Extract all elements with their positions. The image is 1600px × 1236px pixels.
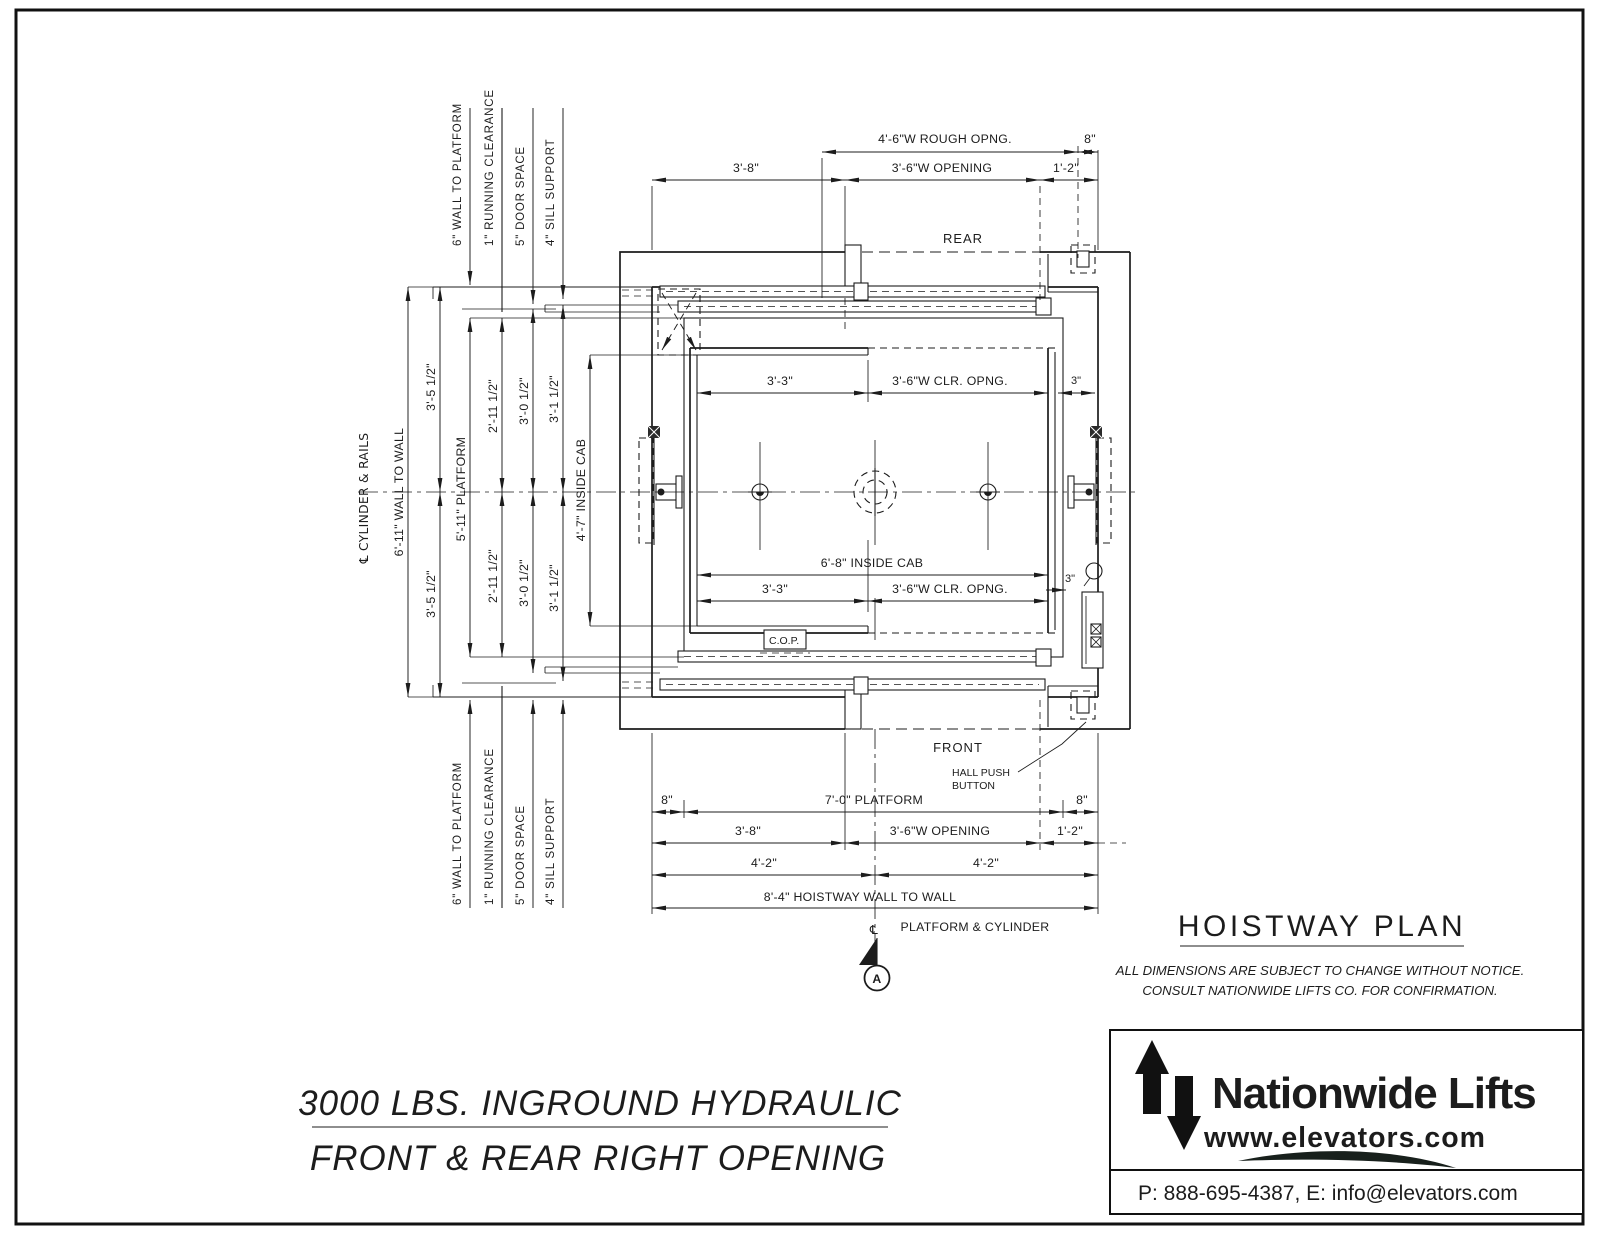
dim-2-11h-lower: 2'-11 1/2": [486, 549, 500, 603]
brand-name: Nationwide Lifts: [1212, 1069, 1536, 1118]
title-note-1: ALL DIMENSIONS ARE SUBJECT TO CHANGE WIT…: [1115, 963, 1525, 978]
corner-clearance-box: [657, 288, 701, 356]
dim-3-1h-lower: 3'-1 1/2": [547, 564, 561, 612]
dimensions-top: 4'-6"W ROUGH OPNG. 8" 3'-8" 3'-6"W OPENI…: [651, 132, 1099, 332]
dim-wall-to-wall-v: 6'-11" WALL TO WALL: [392, 428, 406, 557]
right-guide-rail: [1067, 425, 1112, 545]
hall-push-button-front: [1017, 690, 1096, 773]
callout-door-space-top: 5" DOOR SPACE: [515, 146, 527, 246]
callout-running-clearance-bottom: 1" RUNNING CLEARANCE: [484, 748, 496, 905]
dim-top-opening: 3'-6"W OPENING: [892, 161, 992, 175]
left-guide-rail: [638, 425, 683, 545]
dim-3-front: 3": [1065, 573, 1075, 585]
dim-bottom-8-left: 8": [661, 793, 673, 807]
hall-push-label-1: HALL PUSH: [952, 767, 1010, 779]
page-border: [14, 8, 1585, 1226]
hall-push-label-2: BUTTON: [952, 780, 995, 792]
callout-sill-support-bottom: 4" SILL SUPPORT: [545, 798, 557, 905]
rear-label: REAR: [943, 231, 983, 246]
drawing-title-line2: FRONT & REAR RIGHT OPENING: [310, 1139, 886, 1178]
logo-swoosh: [1238, 1151, 1456, 1168]
wall-callouts-bottom: 6" WALL TO PLATFORM 1" RUNNING CLEARANCE…: [452, 686, 566, 908]
dim-3-3-rear: 3'-3": [767, 374, 793, 388]
dim-top-8: 8": [1084, 132, 1096, 146]
dim-3-0h-upper: 3'-0 1/2": [517, 377, 531, 425]
dim-clr-opng-front: 3'-6"W CLR. OPNG.: [892, 582, 1008, 596]
dim-3-0h-lower: 3'-0 1/2": [517, 559, 531, 607]
dim-bottom-opening: 3'-6"W OPENING: [890, 824, 990, 838]
wall-callouts-top: 6" WALL TO PLATFORM 1" RUNNING CLEARANCE…: [452, 89, 566, 312]
dim-bottom-3-8: 3'-8": [735, 824, 761, 838]
hall-push-button-rear: [1070, 244, 1096, 274]
hall-fixture-box: [1046, 562, 1104, 669]
cop-station: C.O.P.: [760, 629, 810, 654]
dim-platform-v: 5'-11" PLATFORM: [454, 437, 468, 541]
dim-rough-opening: 4'-6"W ROUGH OPNG.: [878, 132, 1012, 146]
callout-door-space-bottom: 5" DOOR SPACE: [515, 805, 527, 905]
dim-bottom-platform: 7'-0" PLATFORM: [825, 793, 923, 807]
dimensions-bottom: 8" 7'-0" PLATFORM 8" 3'-8" 3'-6"W OPENIN…: [651, 700, 1126, 937]
sheet-titles: 3000 LBS. INGROUND HYDRAULIC FRONT & REA…: [298, 1084, 902, 1178]
platform-outline: [683, 317, 1064, 658]
dim-platform-cylinder: PLATFORM & CYLINDER: [901, 920, 1050, 934]
section-marker: A: [859, 938, 891, 992]
updown-arrows-icon: [1135, 1040, 1201, 1150]
dim-4-2-right: 4'-2": [973, 856, 999, 870]
drawing-title-line1: 3000 LBS. INGROUND HYDRAULIC: [298, 1084, 902, 1123]
dimensions-inner: 3'-3" 3'-6"W CLR. OPNG. 3" 6'-8" INSIDE …: [697, 360, 1095, 612]
centerline-symbol: ℄: [869, 923, 878, 937]
rear-door-panels: [544, 282, 1052, 316]
plunger-guide-markers: [748, 442, 1000, 550]
dimensions-left: ℄ CYLINDER & RAILS 6'-11" WALL TO WALL 3…: [357, 286, 697, 698]
centerlines: [358, 440, 1136, 952]
dim-inside-cab-h: 6'-8" INSIDE CAB: [821, 556, 923, 570]
dim-hoistway-wall-to-wall: 8'-4" HOISTWAY WALL TO WALL: [764, 890, 956, 904]
callout-wall-to-platform-top: 6" WALL TO PLATFORM: [452, 103, 464, 246]
dim-top-3-8: 3'-8": [733, 161, 759, 175]
dim-bottom-8-right: 8": [1076, 793, 1088, 807]
dim-4-2-left: 4'-2": [751, 856, 777, 870]
view-title: HOISTWAY PLAN: [1178, 910, 1466, 943]
dim-clr-opng-rear: 3'-6"W CLR. OPNG.: [892, 374, 1008, 388]
dim-top-1-2: 1'-2": [1053, 161, 1079, 175]
title-note-2: CONSULT NATIONWIDE LIFTS CO. FOR CONFIRM…: [1142, 983, 1497, 998]
dim-3-3-front: 3'-3": [762, 582, 788, 596]
hydraulic-cylinder-symbol: [853, 468, 897, 516]
front-label: FRONT: [933, 740, 983, 755]
cop-label: C.O.P.: [769, 635, 799, 647]
dim-3-5h-lower: 3'-5 1/2": [424, 570, 438, 618]
dim-3-5h-upper: 3'-5 1/2": [424, 363, 438, 411]
plan-labels: REAR FRONT HALL PUSH BUTTON: [933, 231, 1010, 792]
callout-sill-support-top: 4" SILL SUPPORT: [545, 139, 557, 246]
brand-url: www.elevators.com: [1203, 1122, 1486, 1154]
title-block: HOISTWAY PLAN ALL DIMENSIONS ARE SUBJECT…: [1109, 910, 1584, 1215]
contact-info: P: 888-695-4387, E: info@elevators.com: [1138, 1182, 1518, 1205]
dim-3-rear: 3": [1071, 375, 1081, 387]
dim-cylinder-rails: ℄ CYLINDER & RAILS: [357, 433, 371, 565]
dim-bottom-1-2: 1'-2": [1057, 824, 1083, 838]
callout-wall-to-platform-bottom: 6" WALL TO PLATFORM: [452, 762, 464, 905]
dim-3-1h-upper: 3'-1 1/2": [547, 375, 561, 423]
dim-inside-cab-v: 4'-7" INSIDE CAB: [574, 439, 588, 541]
callout-running-clearance-top: 1" RUNNING CLEARANCE: [484, 89, 496, 246]
hoistway-walls: [619, 244, 1131, 730]
dim-2-11h-upper: 2'-11 1/2": [486, 379, 500, 433]
section-marker-letter: A: [872, 972, 881, 986]
contact-box: [1109, 1169, 1584, 1215]
front-door-panels: [544, 648, 1052, 695]
